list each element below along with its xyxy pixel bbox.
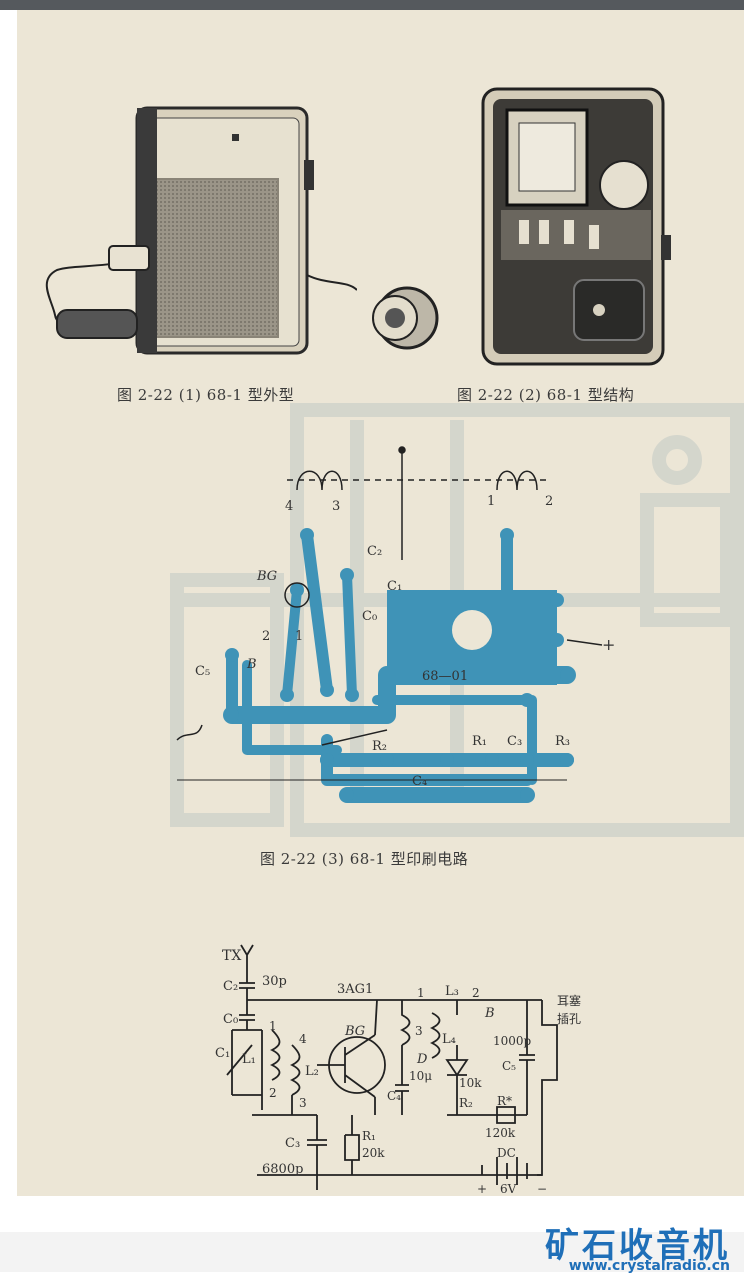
radio-exterior-illustration: [45, 106, 357, 355]
sch-tx: TX: [222, 948, 241, 964]
figure-caption-3: 图 2-22 (3) 68-1 型印刷电路: [260, 850, 469, 868]
sch-c5-val: 1000p: [493, 1034, 532, 1048]
top-edge: [0, 0, 744, 10]
figure-caption-2: 图 2-22 (2) 68-1 型结构: [457, 386, 635, 404]
sch-r2-val: 10k: [459, 1076, 482, 1090]
sch-b: B: [484, 1006, 495, 1021]
sch-n1: 1: [269, 1019, 277, 1033]
pcb-label-plus: +: [602, 635, 615, 654]
sch-l4: L₄: [442, 1032, 456, 1047]
sch-c2-val: 30p: [262, 974, 287, 989]
pcb-label-board: 68—01: [422, 669, 468, 684]
pcb-label-b: B: [246, 657, 257, 672]
sch-rstar: R*: [497, 1094, 512, 1108]
sch-r1: R₁: [362, 1129, 376, 1143]
pcb-label-c5: C₅: [195, 664, 210, 679]
sch-c4-val: 10μ: [409, 1069, 432, 1083]
sch-bg: BG: [344, 1024, 365, 1039]
circuit-schematic: TX C₂ 30p C₀ C₁ L₁ L₂ 1 2 4 3 C₃ 6800p 3…: [215, 944, 581, 1195]
pcb-label-c2: C₂: [367, 544, 382, 559]
sch-rstar-val: 120k: [485, 1126, 516, 1140]
sch-n1b: 1: [417, 986, 425, 1000]
sch-c3: C₃: [285, 1136, 300, 1151]
sch-n2b: 2: [472, 986, 480, 1000]
pcb-label-coil-3: 3: [332, 499, 340, 514]
pcb-label-r2: R₂: [372, 739, 387, 754]
sch-c4: C₄: [387, 1089, 401, 1103]
figure-caption-1: 图 2-22 (1) 68-1 型外型: [117, 386, 295, 404]
sch-c2: C₂: [223, 979, 238, 994]
sch-l2: L₂: [305, 1064, 319, 1079]
sch-transistor: 3AG1: [337, 982, 373, 997]
sch-c0: C₀: [223, 1012, 238, 1027]
footer-brand: 矿石收音机: [545, 1226, 730, 1266]
sch-minus: −: [537, 1182, 547, 1195]
pcb-label-pin1: 1: [295, 629, 303, 644]
radio-structure-illustration: [481, 87, 671, 366]
pcb-label-c0: C₀: [362, 609, 377, 624]
sch-n2: 2: [269, 1086, 277, 1100]
sch-c3-val: 6800p: [262, 1162, 303, 1177]
sch-earphone: 耳塞: [557, 993, 581, 1008]
pcb-label-c1: C₁: [387, 579, 402, 594]
sch-r1-val: 20k: [362, 1146, 385, 1160]
sch-l1: L₁: [242, 1052, 256, 1067]
sch-c5: C₅: [502, 1059, 516, 1073]
sch-jack: 插孔: [557, 1012, 581, 1026]
sch-plus: +: [477, 1182, 487, 1195]
sch-n3b: 3: [415, 1024, 423, 1038]
sch-r2: R₂: [459, 1096, 473, 1110]
pcb-label-coil-2: 2: [545, 494, 553, 509]
sch-c1: C₁: [215, 1046, 230, 1061]
pcb-label-r3: R₃: [555, 734, 570, 749]
sch-battery: 6V: [500, 1182, 517, 1195]
sch-l3: L₃: [445, 984, 459, 999]
sch-n4: 4: [299, 1032, 307, 1046]
sch-dc: DC: [497, 1146, 516, 1160]
pcb-label-coil-1: 1: [487, 494, 495, 509]
pcb-label-c3: C₃: [507, 734, 522, 749]
book-page: 图 2-22 (1) 68-1 型外型 图 2-22 (2) 68-1 型结构: [17, 10, 744, 1196]
footer-band: [0, 1232, 744, 1272]
sch-n3: 3: [299, 1096, 307, 1110]
pcb-label-r1: R₁: [472, 734, 487, 749]
footer-url[interactable]: www.crystalradio.cn: [568, 1258, 730, 1274]
pcb-label-c4: C₄: [412, 774, 427, 789]
printed-circuit-diagram: 4 3 1 2 C₂ C₁ C₀ BG 2 1 B C₅ 68—01 R₁ C₃…: [176, 446, 615, 803]
sch-d: D: [416, 1052, 428, 1067]
pcb-label-bg: BG: [256, 569, 277, 584]
earphone-illustration: [372, 286, 439, 350]
pcb-label-coil-4: 4: [285, 499, 293, 514]
pcb-label-pin2: 2: [262, 629, 270, 644]
